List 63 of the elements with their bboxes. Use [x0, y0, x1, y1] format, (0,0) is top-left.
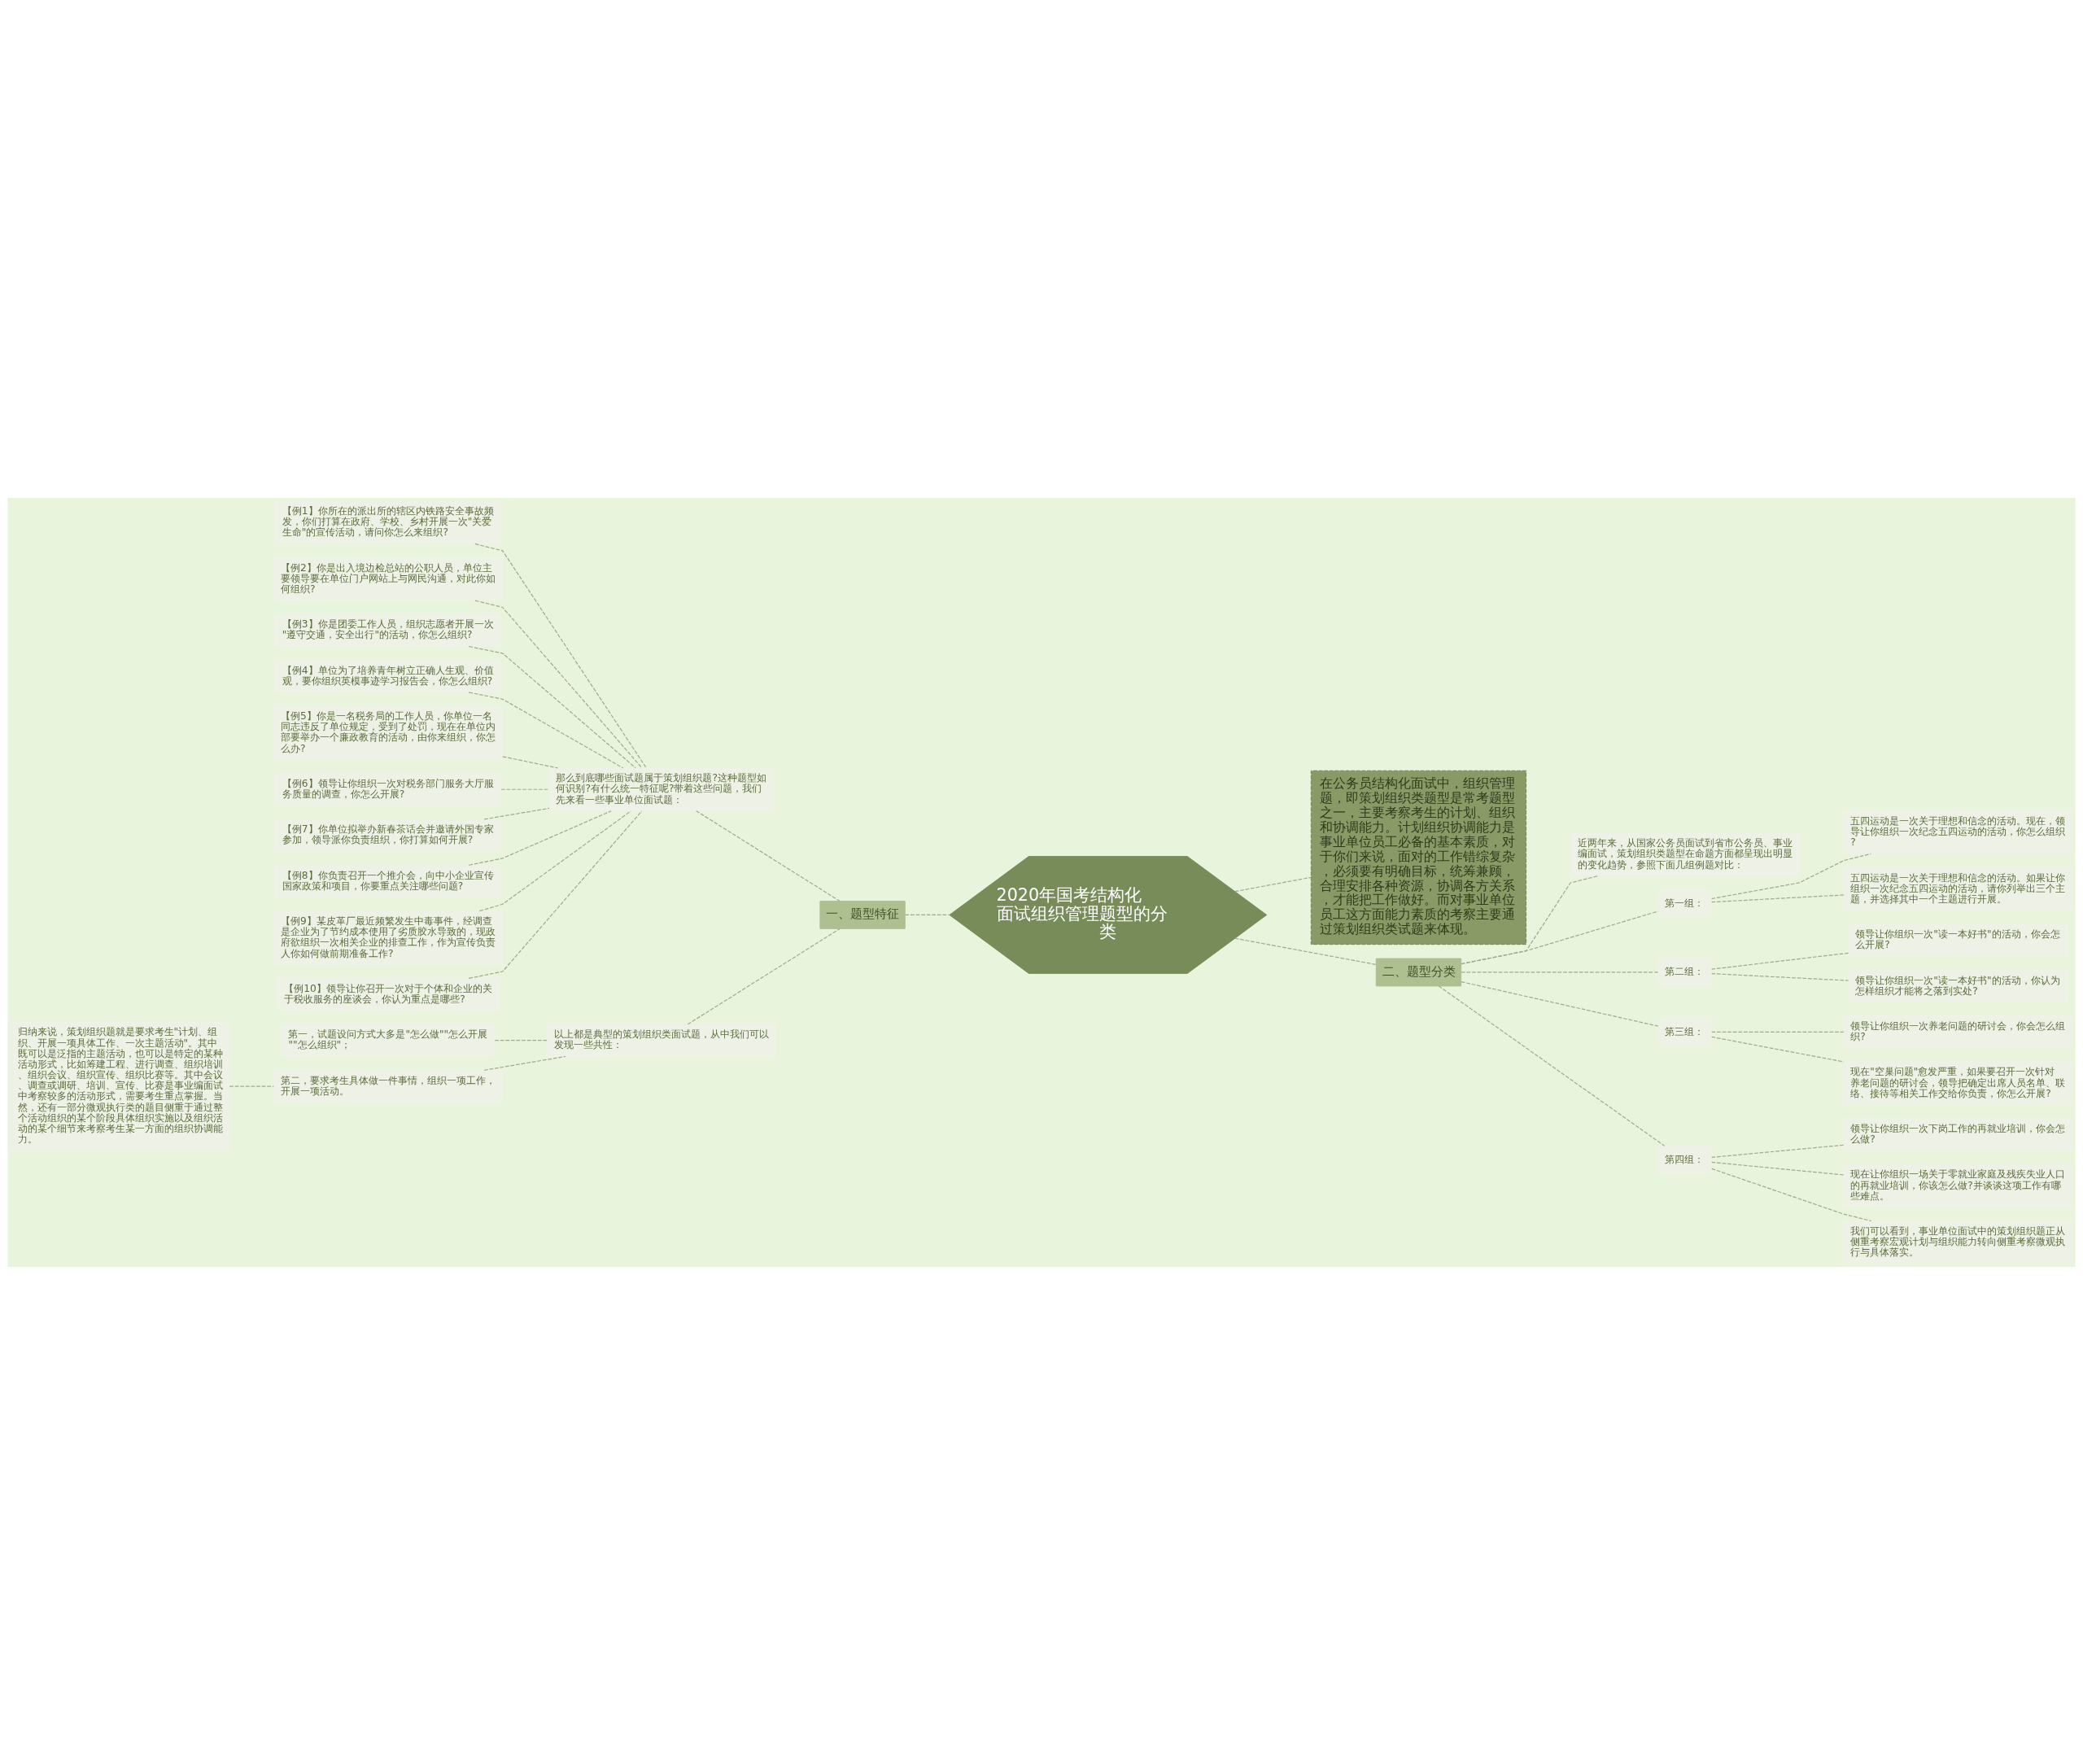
node-box: 第一组： — [1657, 889, 1713, 918]
node-box: 现在"空巢问题"愈发严重，如果要召开一次针对养老问题的研讨会，领导把确定出席人员名单、联络、接待等相关工作交给你负责，你怎么开展? — [1843, 1061, 2073, 1105]
node-box: 我们可以看到，事业单位面试中的策划组织题正从侧重考察宏观计划与组织能力转向侧重考察微观执行与具体落实。 — [1843, 1220, 2073, 1264]
connector — [483, 807, 550, 819]
connector — [687, 928, 841, 1024]
connector — [1711, 1168, 1872, 1221]
connector — [483, 1055, 566, 1071]
connector — [1711, 952, 1849, 970]
connector — [229, 1085, 275, 1087]
connector — [474, 543, 647, 768]
node-box: 领导让你组织一次下岗工作的再就业培训，你会怎么做? — [1843, 1117, 2073, 1151]
node-box: 领导让你组织一次"读一本好书"的活动，你认为怎样组织才能将之落到实处? — [1848, 969, 2068, 1002]
node-box: 归纳来说，策划组织题就是要求考生"计划、组织、开展一项具体工作、一次主题活动"。其中既可以是泛指的主题活动，也可以是特定的某种活动形式，比如筹建工程、进行调查、组织培训、组织会议、组织宣传、组织比赛等。其中会议、调查或调研、培训、宣传、比赛是事业编面试中考察较多的活动形式，需要考生重点掌握。当然，还有一部分微观执行类的题目侧重于通过整个活动组织的某个阶段具体组织实施以及组织活动的某个细节来考察考生某一方面的组织协调能力。 — [10, 1021, 230, 1151]
connector — [1711, 1161, 1845, 1176]
connector — [1438, 985, 1666, 1146]
connector — [1711, 893, 1845, 902]
node-box: 二、题型分类 — [1375, 958, 1462, 986]
connector — [474, 599, 643, 768]
node-box: 在公务员结构化面试中，组织管理题，即策划组织类题型是常考题型之一，主要考察考生的计划、组织和协调能力。计划组织协调能力是事业单位员工必备的基本素质，对于你们来说，面对的工作错综复杂，必须要有明确目标，统筹兼顾，合理安排各种资源，协调各方关系，才能把工作做好。而对事业单位员工这方面能力素质的考察主要通过策划组织类试题来体现。 — [1310, 770, 1527, 945]
node-box: 近两年来，从国家公务员面试到省市公务员、事业编面试，策划组织类题型在命题方面都呈现出明显的变化趋势，参照下面几组例题对比： — [1570, 832, 1800, 876]
node-box: 【例1】你所在的派出所的辖区内铁路安全事故频发，你们打算在政府、学校、乡村开展一次"关爱生命"的宣传活动，请问你怎么来组织? — [274, 500, 502, 544]
connector — [1711, 972, 1849, 981]
node-box: 五四运动是一次关于理想和信念的活动。现在，领导让你组织一次纪念五四运动的活动，你怎么组织? — [1843, 810, 2073, 854]
node-box: 【例8】你负责召开一个推介会，向中小企业宣传国家政策和项目，你要重点关注哪些问题? — [274, 864, 502, 897]
connector — [468, 645, 636, 768]
connector — [904, 914, 950, 915]
node-box: 那么到底哪些面试题属于策划组织题?这种题型如何识别?有什么统一特征呢?带着这些问题，我们先来看一些事业单位面试题： — [548, 766, 774, 811]
connector — [1461, 971, 1659, 973]
node-box: 第二组： — [1657, 958, 1713, 986]
node-box: 【例4】单位为了培养青年树立正确人生观、价值观，要你组织英模事迹学习报告会，你怎么组织? — [274, 659, 502, 692]
connector — [500, 788, 550, 790]
node-box: 【例2】你是出入境边检总站的公职人员，单位主要领导要在单位门户网站上与网民沟通，对此你如何组织? — [273, 557, 504, 600]
node-box: 领导让你组织一次"读一本好书"的活动，你会怎么开展? — [1848, 923, 2068, 957]
connector — [1711, 1036, 1845, 1063]
node-box: 【例7】你单位拟举办新春茶话会并邀请外国专家参加，领导派你负责组织，你打算如何开展? — [274, 818, 502, 852]
connector — [494, 1039, 548, 1041]
connector — [502, 755, 559, 768]
connector — [468, 691, 624, 768]
connector — [1461, 980, 1659, 1027]
node-box: 第二，要求考生具体做一件事情，组织一项工作，开展一项活动。 — [273, 1069, 504, 1102]
connector — [1461, 910, 1659, 964]
connector — [468, 810, 643, 979]
node-box: 【例10】领导让你召开一次对于个体和企业的关于税收服务的座谈会，你认为重点是哪些? — [277, 977, 500, 1011]
node-box: 【例6】领导让你组织一次对税务部门服务大厅服务质量的调查，你怎么开展? — [274, 772, 502, 806]
connector — [478, 810, 631, 911]
connector — [1234, 876, 1312, 892]
connector — [1711, 1144, 1845, 1158]
node-box: 第一，试题设问方式大多是"怎么做""怎么开展""怎么组织"； — [281, 1023, 496, 1057]
node-box: 第三组： — [1657, 1017, 1713, 1046]
node-box: 【例9】某皮革厂最近频繁发生中毒事件，经调查是企业为了节约成本使用了劣质胶水导致的，现政府欲组织一次相关企业的排查工作，作为宣传负责人你如何做前期准备工作? — [273, 910, 504, 965]
node-box: 现在让你组织一场关于零就业家庭及残疾失业人口的再就业培训，你该怎么做?并谈谈这项工作有哪些难点。 — [1843, 1164, 2073, 1207]
node-box: 【例5】你是一名税务局的工作人员，你单位一名同志违反了单位规定，受到了处罚，现在在单位内部要举办一个廉政教育的活动，由你来组织，你怎么办? — [273, 705, 504, 760]
connector — [1711, 1031, 1845, 1033]
node-box: 【例3】你是团委工作人员，组织志愿者开展一次"遵守交通，安全出行"的活动，你怎么组织? — [274, 613, 502, 647]
node-box: 第四组： — [1657, 1145, 1713, 1174]
node-box: 以上都是典型的策划组织类面试题，从中我们可以发现一些共性： — [546, 1023, 776, 1057]
node-box: 一、题型特征 — [819, 900, 906, 929]
node-box: 五四运动是一次关于理想和信念的活动。如果让你组织一次纪念五四运动的活动，请你列举出三个主题，并选择其中一个主题进行开展。 — [1843, 867, 2073, 910]
connector — [1711, 853, 1872, 899]
node-box: 领导让你组织一次养老问题的研讨会，你会怎么组织? — [1843, 1015, 2073, 1049]
connector — [1234, 937, 1377, 965]
connector — [696, 810, 841, 902]
connector — [468, 810, 612, 866]
